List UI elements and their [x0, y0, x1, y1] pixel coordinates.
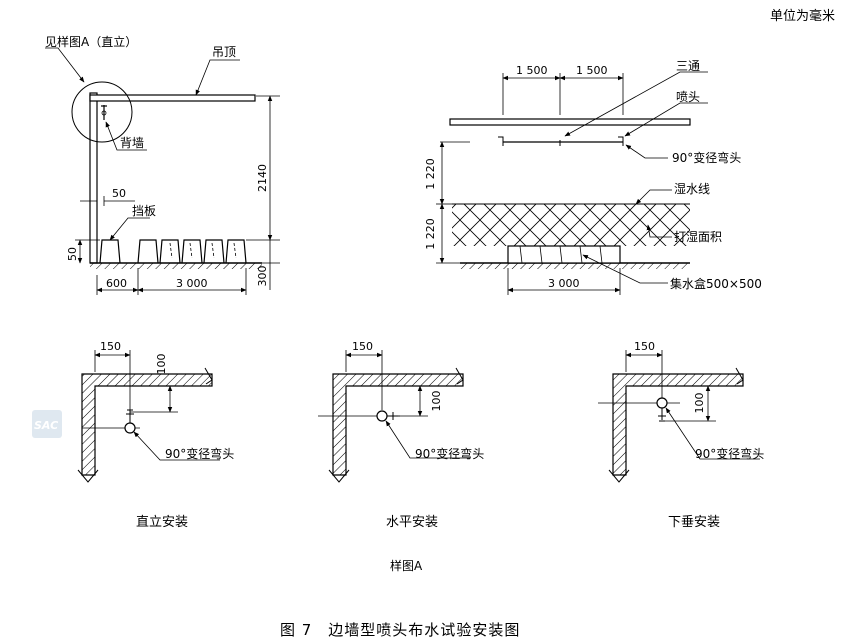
dim-label-1500-a: 1 500	[516, 64, 548, 77]
detail-upright-dim-150: 150	[100, 340, 121, 353]
label-back-wall: 背墙	[120, 136, 144, 150]
detail-upright-elbow: 90°变径弯头	[165, 446, 234, 461]
label-sprinkler: 喷头	[676, 90, 700, 104]
label-wetted-area: 打湿面积	[674, 229, 722, 244]
label-elbow: 90°变径弯头	[672, 150, 741, 165]
label-callout-detail: 见样图A（直立）	[45, 34, 137, 49]
sac-watermark: SAC	[32, 410, 62, 438]
label-ceiling: 吊顶	[212, 45, 236, 59]
detail-horizontal-drawing	[318, 350, 470, 483]
detail-pendent-caption: 下垂安装	[668, 515, 720, 530]
front-view-drawing	[436, 71, 708, 295]
dim-label-50-top: 50	[112, 187, 126, 200]
detail-pendent-dim-150: 150	[634, 340, 655, 353]
dim-label-50-side: 50	[66, 247, 79, 261]
detail-horizontal-dim-100: 100	[430, 391, 443, 412]
figure-caption: 图 7 边墙型喷头布水试验安装图	[280, 621, 520, 639]
svg-text:SAC: SAC	[34, 419, 58, 432]
detail-pendent-dim-100: 100	[693, 393, 706, 414]
detail-horizontal-dim-150: 150	[352, 340, 373, 353]
dim-label-3000-left: 3 000	[176, 277, 208, 290]
label-baffle: 挡板	[132, 204, 156, 218]
detail-upright-drawing	[77, 350, 220, 483]
detail-horizontal-caption: 水平安装	[386, 515, 438, 530]
dim-label-2140: 2140	[256, 164, 269, 192]
dim-label-1500-b: 1 500	[576, 64, 608, 77]
detail-upright-dim-100: 100	[155, 354, 168, 375]
dim-label-300: 300	[256, 266, 269, 287]
sample-title: 样图A	[390, 558, 423, 573]
detail-horizontal-elbow: 90°变径弯头	[415, 446, 484, 461]
detail-pendent-drawing	[598, 350, 760, 483]
label-tee: 三通	[676, 59, 700, 73]
label-wet-line: 湿水线	[674, 181, 710, 196]
label-collector: 集水盒500×500	[670, 276, 762, 291]
dim-label-1220-b: 1 220	[424, 218, 437, 250]
detail-pendent-elbow: 90°变径弯头	[695, 446, 764, 461]
dim-label-3000-right: 3 000	[548, 277, 580, 290]
unit-note: 单位为毫米	[770, 8, 835, 24]
dim-label-600: 600	[106, 277, 127, 290]
detail-upright-caption: 直立安装	[136, 515, 188, 530]
dim-label-1220-a: 1 220	[424, 158, 437, 190]
side-view-drawing	[45, 47, 280, 295]
